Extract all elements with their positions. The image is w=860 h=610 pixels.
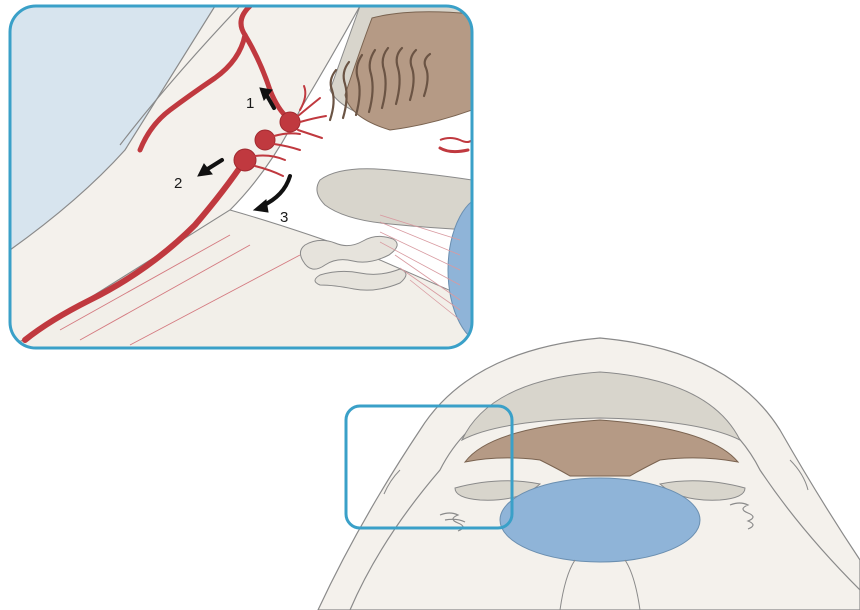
label-2: 2 [174, 175, 182, 192]
label-1: 1 [246, 95, 254, 112]
lens-full [500, 478, 700, 562]
eye-cross-section [318, 338, 860, 610]
collector-bulb-2 [255, 130, 275, 150]
zoom-inset-panel: 1 2 3 [10, 6, 528, 348]
label-3: 3 [280, 209, 288, 226]
collector-bulb-3 [234, 149, 256, 171]
collector-bulb-1 [280, 112, 300, 132]
